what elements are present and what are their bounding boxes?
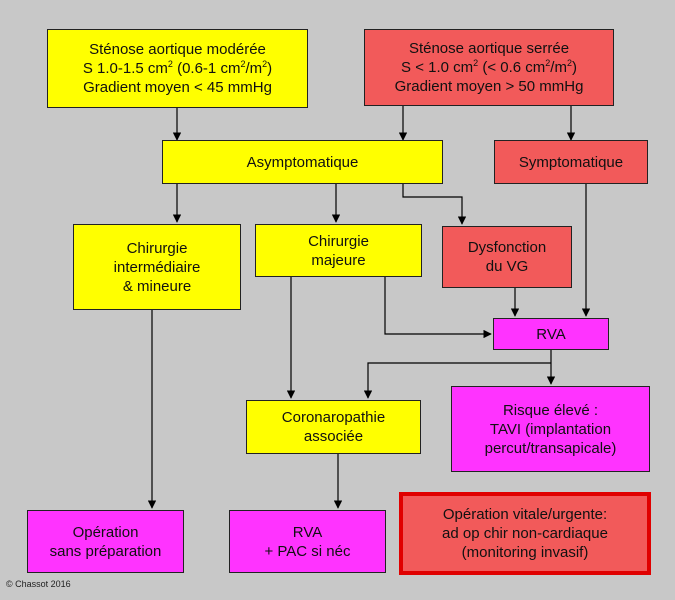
high-risk-line1: Risque élevé : xyxy=(502,401,599,419)
surgery-intermediate-line2: intermédiaire xyxy=(113,258,201,276)
vital-line1: Opération vitale/urgente: xyxy=(442,506,608,523)
lv-dysfunction-line1: Dysfonction xyxy=(467,239,547,256)
rva-label: RVA xyxy=(536,325,566,343)
surgery-major-line1: Chirurgie xyxy=(308,232,369,250)
severe-stenosis-gradient: Gradient moyen > 50 mmHg xyxy=(394,78,584,95)
node-moderate-stenosis: Sténose aortique modérée S 1.0-1.5 cm2 (… xyxy=(47,29,308,108)
node-asymptomatic: Asymptomatique xyxy=(162,140,443,184)
rva-pac-line2: + PAC si néc xyxy=(264,542,351,560)
symptomatic-label: Symptomatique xyxy=(518,153,624,171)
high-risk-line3: percut/transapicale) xyxy=(484,439,617,457)
surgery-major-line2: majeure xyxy=(311,251,366,269)
node-severe-stenosis: Sténose aortique serrée S < 1.0 cm2 (< 0… xyxy=(364,29,614,106)
node-lv-dysfunction: Dysfonction du VG xyxy=(442,226,572,288)
coronaropathy-line2: associée xyxy=(303,428,364,445)
vital-line3: (monitoring invasif) xyxy=(461,544,589,561)
arrow-asymptomatic-to-lv-dysfunction xyxy=(402,184,467,225)
surgery-intermediate-line1: Chirurgie xyxy=(126,239,188,257)
lv-dysfunction-line2: du VG xyxy=(485,258,529,275)
arrow-surgery-major-to-rva xyxy=(384,277,492,339)
operation-no-prep-line1: Opération xyxy=(72,523,139,541)
node-operation-no-prep: Opération sans préparation xyxy=(27,510,184,573)
moderate-stenosis-title: Sténose aortique modérée xyxy=(89,41,266,58)
node-vital-urgent-operation: Opération vitale/urgente: ad op chir non… xyxy=(399,492,651,575)
asymptomatic-label: Asymptomatique xyxy=(246,153,359,171)
vital-line2: ad op chir non-cardiaque xyxy=(442,525,608,542)
node-surgery-major: Chirurgie majeure xyxy=(255,224,422,277)
moderate-stenosis-area: S 1.0-1.5 cm2 (0.6-1 cm2/m2) xyxy=(82,59,273,78)
surgery-intermediate-line3: & mineure xyxy=(122,277,192,295)
node-symptomatic: Symptomatique xyxy=(494,140,648,184)
rva-pac-line1: RVA xyxy=(292,523,323,541)
node-rva: RVA xyxy=(493,318,609,350)
node-high-risk-tavi: Risque élevé : TAVI (implantation percut… xyxy=(451,386,650,472)
moderate-stenosis-gradient: Gradient moyen < 45 mmHg xyxy=(83,79,272,96)
operation-no-prep-line2: sans préparation xyxy=(49,542,162,560)
node-rva-pac: RVA + PAC si néc xyxy=(229,510,386,573)
severe-stenosis-title: Sténose aortique serrée xyxy=(408,40,570,57)
arrow-rva-to-coronaropathy xyxy=(363,362,551,399)
node-surgery-intermediate: Chirurgie intermédiaire & mineure xyxy=(73,224,241,310)
node-coronaropathy: Coronaropathie associée xyxy=(246,400,421,454)
copyright-text: © Chassot 2016 xyxy=(6,579,71,589)
high-risk-line2: TAVI (implantation xyxy=(489,420,612,438)
severe-stenosis-area: S < 1.0 cm2 (< 0.6 cm2/m2) xyxy=(401,58,577,77)
coronaropathy-line1: Coronaropathie xyxy=(281,409,386,426)
